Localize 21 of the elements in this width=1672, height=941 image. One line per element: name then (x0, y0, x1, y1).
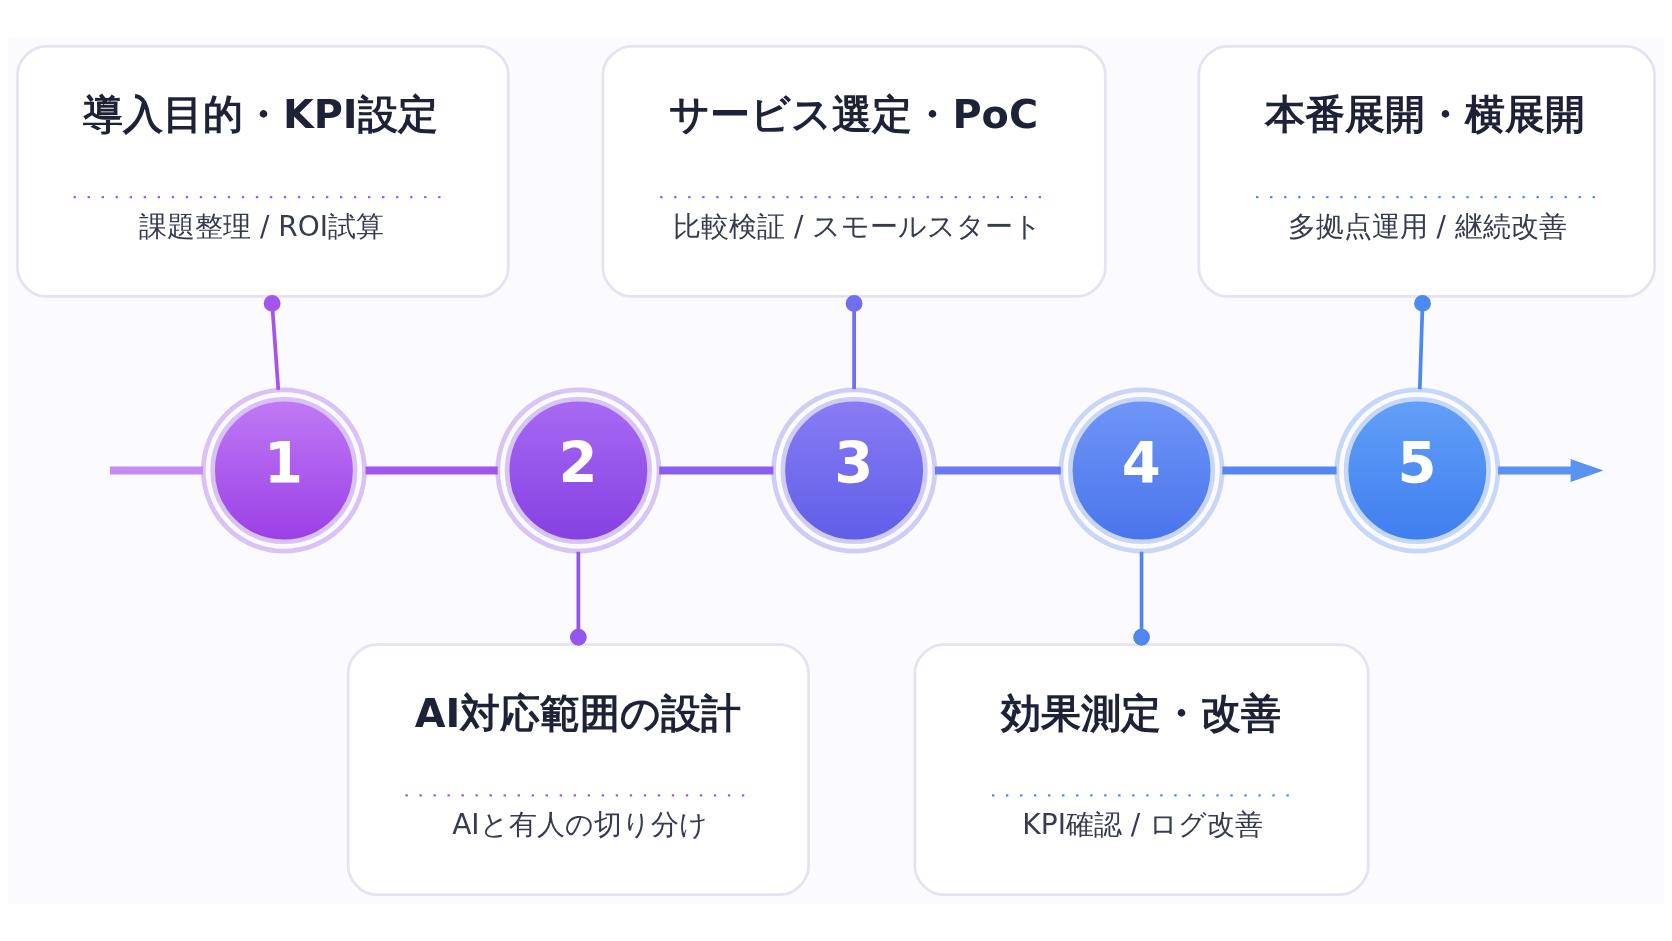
connector (569, 551, 587, 646)
node-circle: 2 (495, 387, 662, 554)
node-box: AI対応範囲の設計 AIと有人の切り分け (346, 643, 810, 897)
connector (845, 295, 863, 390)
arrow (1498, 459, 1604, 482)
connector (1414, 295, 1431, 390)
node-box: サービス選定・PoC 比較検証 / スモールスタート (601, 44, 1107, 298)
connector (659, 466, 774, 475)
connector (934, 466, 1061, 475)
node-circle: 3 (771, 387, 938, 554)
connector (1133, 551, 1150, 646)
node-circle: 1 (200, 387, 367, 554)
node-circle: 5 (1334, 387, 1501, 554)
connector (365, 466, 498, 475)
node-circle: 4 (1058, 387, 1225, 554)
node-box: 本番展開・横展開 多拠点運用 / 継続改善 (1197, 44, 1656, 298)
connector (110, 466, 204, 475)
node-box: 導入目的・KPI設定 課題整理 / ROI試算 (16, 44, 510, 298)
connector (263, 295, 281, 391)
connector (1222, 466, 1337, 475)
node-box: 効果測定・改善 KPI確認 / ログ改善 (913, 643, 1370, 897)
